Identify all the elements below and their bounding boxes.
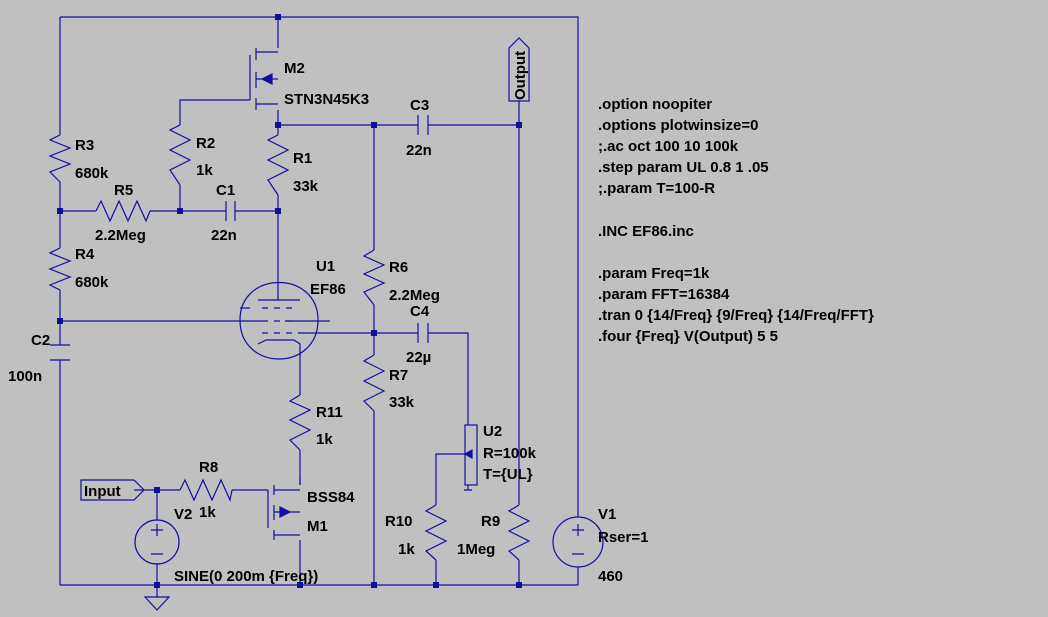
m2-name: M2 <box>284 60 305 77</box>
r9-name: R9 <box>481 513 500 530</box>
resistor-r7-symbol <box>362 354 386 412</box>
resistor-r4-symbol <box>48 247 72 291</box>
r2-value: 1k <box>196 162 213 179</box>
c1-value: 22n <box>211 227 237 244</box>
c2-name: C2 <box>31 332 50 349</box>
voltage-source-v2-symbol <box>134 519 180 565</box>
r10-name: R10 <box>385 513 413 530</box>
directive-line: .param FFT=16384 <box>598 286 730 303</box>
directive-line: .param Freq=1k <box>598 265 710 282</box>
r5-name: R5 <box>114 182 133 199</box>
output-net-label[interactable]: Output <box>508 37 530 102</box>
v1-value: 460 <box>598 568 623 585</box>
c4-value: 22µ <box>406 349 431 366</box>
m2-value: STN3N45K3 <box>284 91 369 108</box>
v1-rser: Rser=1 <box>598 529 648 546</box>
r3-name: R3 <box>75 137 94 154</box>
resistor-r10-symbol <box>424 504 448 561</box>
v2-name: V2 <box>174 506 192 523</box>
mosfet-m2-symbol <box>249 48 278 110</box>
r6-name: R6 <box>389 259 408 276</box>
directive-line: .options plotwinsize=0 <box>598 117 758 134</box>
c2-value: 100n <box>8 368 42 385</box>
v2-value: SINE(0 200m {Freq}) <box>174 568 318 585</box>
r9-value: 1Meg <box>457 541 495 558</box>
potentiometer-u2-symbol <box>463 424 478 491</box>
resistor-r1-symbol <box>266 134 290 196</box>
u1-value: EF86 <box>310 281 346 298</box>
directive-line: .four {Freq} V(Output) 5 5 <box>598 328 778 345</box>
output-label-text: Output <box>512 51 529 100</box>
directive-line: .step param UL 0.8 1 .05 <box>598 159 769 176</box>
m1-value: BSS84 <box>307 489 355 506</box>
r1-value: 33k <box>293 178 319 195</box>
mosfet-m1-symbol <box>267 485 300 540</box>
resistor-r2-symbol <box>168 124 192 186</box>
capacitor-c2-symbol <box>50 344 70 361</box>
junction-dots <box>57 14 522 588</box>
r6-value: 2.2Meg <box>389 287 440 304</box>
m1-name: M1 <box>307 518 328 535</box>
capacitor-c3-symbol <box>417 115 429 135</box>
pentode-u1-symbol <box>239 278 319 362</box>
directive-line: ;.ac oct 100 10 100k <box>598 138 739 155</box>
spice-directives[interactable]: .option noopiter .options plotwinsize=0 … <box>598 96 874 345</box>
input-label-text: Input <box>84 483 121 500</box>
component-labels: M2 STN3N45K3 R3 680k R2 1k R1 33k C3 22n… <box>8 60 648 585</box>
r7-name: R7 <box>389 367 408 384</box>
resistor-r11-symbol <box>288 394 312 451</box>
u2-name: U2 <box>483 423 502 440</box>
r7-value: 33k <box>389 394 415 411</box>
directive-line: .option noopiter <box>598 96 712 113</box>
u2-t-value: T={UL} <box>483 466 533 483</box>
u1-name: U1 <box>316 258 335 275</box>
directive-line: .INC EF86.inc <box>598 223 694 240</box>
v1-name: V1 <box>598 506 616 523</box>
c4-name: C4 <box>410 303 430 320</box>
r4-name: R4 <box>75 246 95 263</box>
u2-r-value: R=100k <box>483 445 537 462</box>
r10-value: 1k <box>398 541 415 558</box>
r2-name: R2 <box>196 135 215 152</box>
r11-value: 1k <box>316 431 333 448</box>
r4-value: 680k <box>75 274 109 291</box>
c1-name: C1 <box>216 182 235 199</box>
voltage-source-v1-symbol <box>552 516 604 568</box>
directive-line: ;.param T=100-R <box>598 180 715 197</box>
r11-name: R11 <box>316 404 343 421</box>
c3-value: 22n <box>406 142 432 159</box>
ground-symbol <box>143 596 171 611</box>
capacitor-c1-symbol <box>225 201 236 221</box>
resistor-r8-symbol <box>179 478 233 502</box>
resistor-r9-symbol <box>507 504 531 561</box>
capacitor-c4-symbol <box>417 323 429 343</box>
resistor-r3-symbol <box>48 134 72 183</box>
r3-value: 680k <box>75 165 109 182</box>
r5-value: 2.2Meg <box>95 227 146 244</box>
r8-name: R8 <box>199 459 218 476</box>
input-net-label[interactable]: Input <box>80 479 145 501</box>
directive-line: .tran 0 {14/Freq} {9/Freq} {14/Freq/FFT} <box>598 307 874 324</box>
r1-name: R1 <box>293 150 312 167</box>
resistor-r5-symbol <box>95 199 151 223</box>
c3-name: C3 <box>410 97 429 114</box>
resistor-r6-symbol <box>362 249 386 306</box>
r8-value: 1k <box>199 504 216 521</box>
